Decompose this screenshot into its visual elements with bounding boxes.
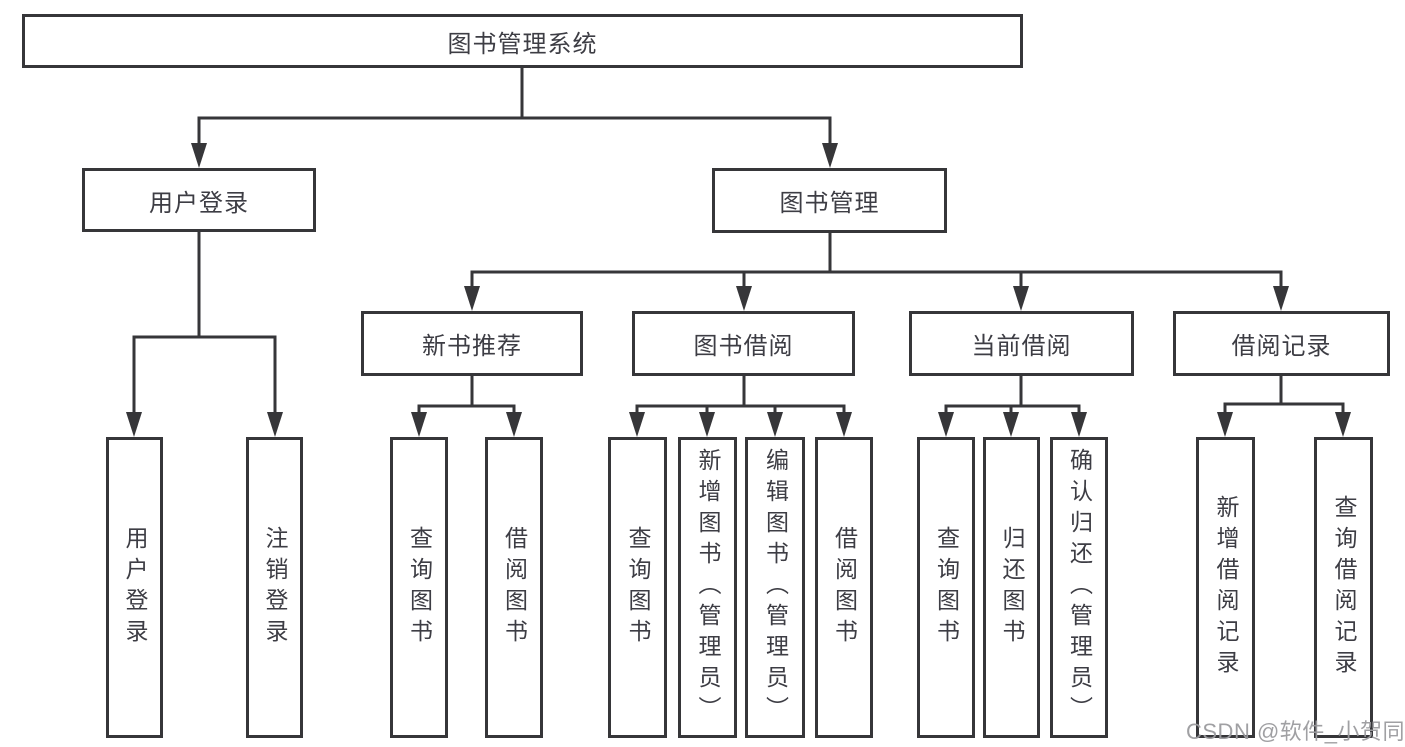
csdn-watermark: CSDN @软件_小贺同学 <box>1186 719 1405 744</box>
leaf-query-books-recommend-label: 查询图书 <box>406 525 433 650</box>
leaf-query-books-current-label: 查询图书 <box>933 525 960 650</box>
leaf-logout-action-label: 注销登录 <box>262 525 288 650</box>
node-current-borrowing-label: 当前借阅 <box>971 333 1072 360</box>
leaf-return-books: 归还图书 <box>983 437 1040 738</box>
leaf-query-books-borrowing-label: 查询图书 <box>625 525 651 650</box>
leaf-add-borrow-record: 新增借阅记录 <box>1196 437 1255 738</box>
leaf-add-borrow-record-label: 新增借阅记录 <box>1213 494 1239 681</box>
leaf-borrow-books-recommend: 借阅图书 <box>485 437 543 738</box>
node-borrowing-records-label: 借阅记录 <box>1231 333 1332 360</box>
node-current-borrowing: 当前借阅 <box>909 311 1134 376</box>
node-book-borrowing: 图书借阅 <box>632 311 855 376</box>
leaf-query-borrow-record: 查询借阅记录 <box>1314 437 1373 738</box>
node-new-book-recommend-label: 新书推荐 <box>422 333 522 360</box>
leaf-user-login-action: 用户登录 <box>106 437 163 738</box>
leaf-query-books-current: 查询图书 <box>917 437 975 738</box>
node-book-borrowing-label: 图书借阅 <box>693 333 794 360</box>
node-root-system-label: 图书管理系统 <box>447 30 598 58</box>
node-book-management-label: 图书管理 <box>779 190 880 217</box>
node-book-management: 图书管理 <box>712 168 947 233</box>
leaf-add-book-admin: 新增图书（管理员） <box>678 437 737 738</box>
leaf-confirm-return-admin-label: 确认归还（管理员） <box>1066 448 1093 727</box>
node-borrowing-records: 借阅记录 <box>1173 311 1390 376</box>
node-user-login: 用户登录 <box>82 168 316 232</box>
leaf-return-books-label: 归还图书 <box>999 525 1025 650</box>
node-root-system: 图书管理系统 <box>22 14 1023 68</box>
leaf-edit-book-admin: 编辑图书（管理员） <box>745 437 805 738</box>
leaf-confirm-return-admin: 确认归还（管理员） <box>1050 437 1108 738</box>
leaf-edit-book-admin-label: 编辑图书（管理员） <box>762 448 789 727</box>
leaf-borrow-books-recommend-label: 借阅图书 <box>501 525 528 650</box>
leaf-borrow-books-borrowing: 借阅图书 <box>815 437 873 738</box>
leaf-borrow-books-borrowing-label: 借阅图书 <box>831 525 858 650</box>
leaf-query-borrow-record-label: 查询借阅记录 <box>1331 494 1357 681</box>
leaf-query-books-borrowing: 查询图书 <box>608 437 667 738</box>
node-new-book-recommend: 新书推荐 <box>361 311 583 376</box>
node-user-login-label: 用户登录 <box>149 189 249 217</box>
leaf-add-book-admin-label: 新增图书（管理员） <box>695 448 721 727</box>
leaf-user-login-action-label: 用户登录 <box>122 525 148 650</box>
leaf-query-books-recommend: 查询图书 <box>390 437 448 738</box>
leaf-logout-action: 注销登录 <box>246 437 303 738</box>
